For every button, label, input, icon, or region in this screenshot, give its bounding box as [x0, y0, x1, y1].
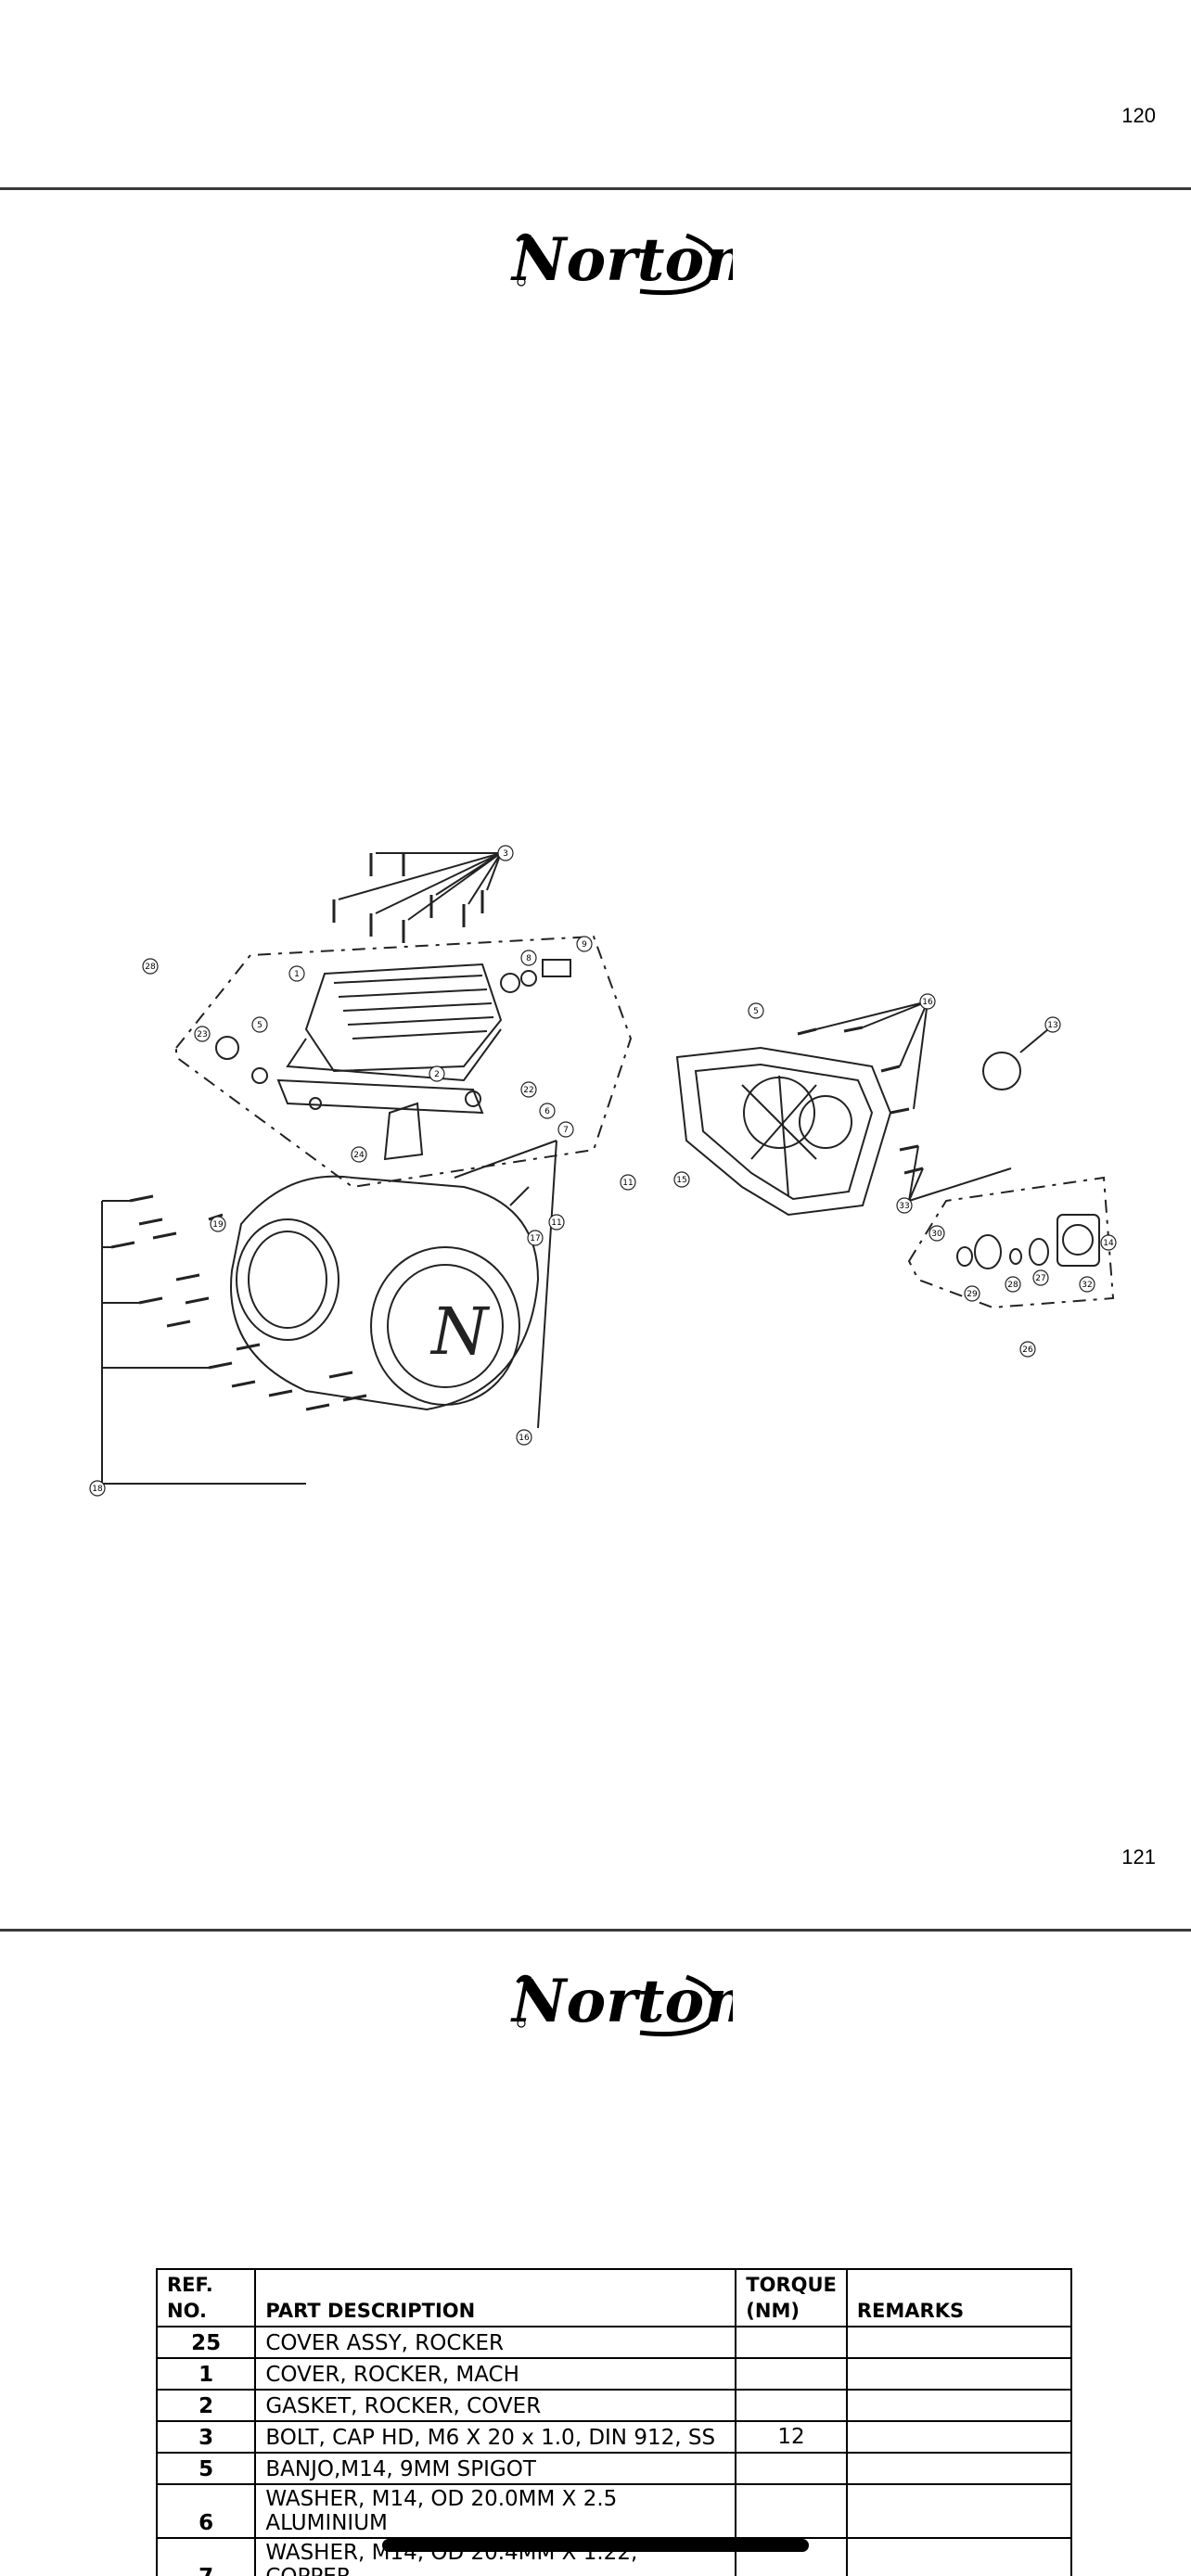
norton-logo: Norton — [510, 1967, 733, 2037]
svg-text:28: 28 — [145, 963, 156, 972]
part-description: COVER ASSY, ROCKER — [254, 2326, 737, 2359]
part-description: WASHER, M14, OD 20.0MM X 2.5 ALUMINIUM — [254, 2483, 737, 2539]
svg-text:28: 28 — [1007, 1281, 1018, 1290]
ref-no: 7 — [155, 2537, 257, 2576]
svg-text:8: 8 — [526, 954, 531, 963]
page-divider — [0, 187, 1191, 190]
table-row: 5 BANJO,M14, 9MM SPIGOT — [155, 2452, 1073, 2485]
table-row: 3 BOLT, CAP HD, M6 X 20 x 1.0, DIN 912, … — [155, 2420, 1073, 2454]
header-remarks: REMARKS — [845, 2268, 1073, 2327]
remarks — [845, 2357, 1073, 2391]
ref-no: 1 — [155, 2357, 257, 2391]
svg-text:23: 23 — [197, 1030, 207, 1039]
remarks — [845, 2326, 1073, 2359]
remarks — [845, 2420, 1073, 2454]
torque-value — [735, 2483, 848, 2539]
torque-value — [735, 2357, 848, 2391]
svg-text:11: 11 — [551, 1218, 561, 1228]
svg-text:29: 29 — [967, 1290, 978, 1299]
norton-logo: Norton — [510, 225, 733, 296]
svg-text:Norton: Norton — [510, 225, 733, 295]
svg-text:32: 32 — [1082, 1281, 1092, 1290]
part-description: GASKET, ROCKER, COVER — [254, 2389, 737, 2422]
svg-text:33: 33 — [899, 1202, 909, 1211]
ref-no: 2 — [155, 2389, 257, 2422]
ref-no: 3 — [155, 2420, 257, 2454]
remarks — [845, 2452, 1073, 2485]
torque-value — [735, 2389, 848, 2422]
svg-text:15: 15 — [676, 1176, 686, 1185]
table-row: 1 COVER, ROCKER, MACH — [155, 2357, 1073, 2391]
remarks — [845, 2537, 1073, 2576]
remarks — [845, 2389, 1073, 2422]
svg-text:30: 30 — [931, 1230, 942, 1239]
svg-text:16: 16 — [519, 1434, 530, 1443]
ref-no: 5 — [155, 2452, 257, 2485]
svg-text:11: 11 — [622, 1179, 633, 1188]
svg-text:6: 6 — [544, 1107, 550, 1116]
part-description: BOLT, CAP HD, M6 X 20 x 1.0, DIN 912, SS — [254, 2420, 737, 2454]
table-row: 6 WASHER, M14, OD 20.0MM X 2.5 ALUMINIUM — [155, 2483, 1073, 2539]
torque-value: 12 — [735, 2420, 848, 2454]
ref-no: 25 — [155, 2326, 257, 2359]
svg-text:9: 9 — [582, 940, 587, 950]
home-indicator[interactable] — [382, 2539, 809, 2552]
ref-no: 6 — [155, 2483, 257, 2539]
svg-text:5: 5 — [753, 1007, 759, 1016]
svg-text:Norton: Norton — [510, 1967, 733, 2036]
header-ref-no: REF. NO. — [155, 2268, 257, 2327]
svg-text:26: 26 — [1022, 1345, 1033, 1355]
page-number: 121 — [1121, 1845, 1156, 1868]
svg-text:18: 18 — [92, 1485, 103, 1494]
svg-text:17: 17 — [530, 1234, 540, 1243]
svg-text:2: 2 — [434, 1070, 440, 1079]
svg-text:3: 3 — [503, 849, 508, 859]
part-description: BANJO,M14, 9MM SPIGOT — [254, 2452, 737, 2485]
svg-text:19: 19 — [212, 1220, 224, 1230]
svg-text:N: N — [429, 1294, 491, 1370]
svg-text:16: 16 — [922, 998, 933, 1007]
table-row: 25 COVER ASSY, ROCKER — [155, 2326, 1073, 2359]
svg-text:7: 7 — [563, 1126, 569, 1135]
table-header-row: REF. NO. PART DESCRIPTION TORQUE (NM) RE… — [155, 2268, 1073, 2327]
torque-value — [735, 2326, 848, 2359]
svg-text:14: 14 — [1103, 1239, 1114, 1248]
remarks — [845, 2483, 1073, 2539]
exploded-parts-diagram: N 3 28 1 8 9 5 23 2 22 6 7 24 5 16 13 11 — [89, 845, 1117, 1497]
part-description: COVER, ROCKER, MACH — [254, 2357, 737, 2391]
table-row: 2 GASKET, ROCKER, COVER — [155, 2389, 1073, 2422]
svg-text:13: 13 — [1047, 1021, 1057, 1030]
page-divider — [0, 1929, 1191, 1932]
header-torque: TORQUE (NM) — [735, 2268, 848, 2327]
svg-text:22: 22 — [523, 1086, 533, 1095]
svg-text:27: 27 — [1035, 1274, 1045, 1283]
page-number: 120 — [1121, 104, 1156, 127]
svg-text:24: 24 — [353, 1151, 365, 1160]
svg-text:5: 5 — [257, 1021, 263, 1030]
header-part-description: PART DESCRIPTION — [254, 2268, 737, 2327]
parts-table: REF. NO. PART DESCRIPTION TORQUE (NM) RE… — [155, 2268, 1073, 2576]
svg-text:1: 1 — [294, 970, 300, 979]
torque-value — [735, 2452, 848, 2485]
